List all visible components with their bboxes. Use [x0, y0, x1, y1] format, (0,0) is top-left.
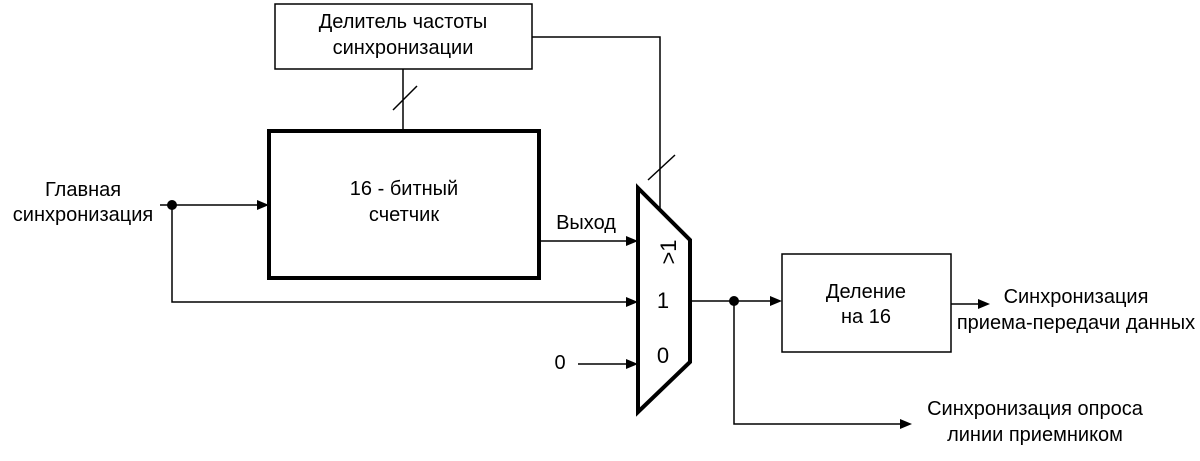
- arrow-mux-in0: [626, 359, 638, 369]
- divider-label-line2: синхронизации: [333, 37, 474, 59]
- divider-block: [274, 3, 533, 70]
- arrow-mux-in-gt1: [626, 236, 638, 246]
- receiver-clock-label-line1: Синхронизация опроса: [927, 398, 1144, 420]
- arrow-receiver-clock-out: [900, 419, 912, 429]
- data-clock-label-line2: приема-передачи данных: [957, 312, 1195, 334]
- data-clock-label-line1: Синхронизация: [1004, 286, 1149, 308]
- main-clock-label-line1: Главная: [45, 179, 121, 201]
- divide16-label-line2: на 16: [841, 306, 891, 328]
- arrow-counter-in: [257, 200, 269, 210]
- main-clock-label-line2: синхронизация: [13, 204, 153, 226]
- bus-mark-select: [647, 154, 676, 181]
- mux-input-gt1-label: >1: [656, 239, 681, 264]
- divider-label-line1: Делитель частоты: [319, 11, 488, 33]
- wire-divider-to-mux-select: [532, 36, 661, 210]
- counter-label-line2: счетчик: [369, 204, 439, 226]
- counter-block: [267, 129, 541, 280]
- arrow-data-clock-out: [978, 299, 990, 309]
- counter-output-label: Выход: [556, 212, 616, 234]
- mux-input-0-label: 0: [657, 343, 669, 368]
- mux-input-1-label: 1: [657, 288, 669, 313]
- wire-receiver-clock: [733, 301, 900, 425]
- counter-label-line1: 16 - битный: [350, 178, 458, 200]
- arrow-mux-in1: [626, 297, 638, 307]
- zero-input-label: 0: [554, 352, 565, 374]
- multiplexer: [636, 183, 692, 417]
- arrow-divide16-in: [770, 296, 782, 306]
- bus-mark-counter: [392, 85, 418, 111]
- divide16-label-line1: Деление: [826, 281, 906, 303]
- divide16-block: [781, 253, 952, 353]
- receiver-clock-label-line2: линии приемником: [947, 424, 1123, 446]
- wire-main-clock-to-mux1: [171, 205, 627, 303]
